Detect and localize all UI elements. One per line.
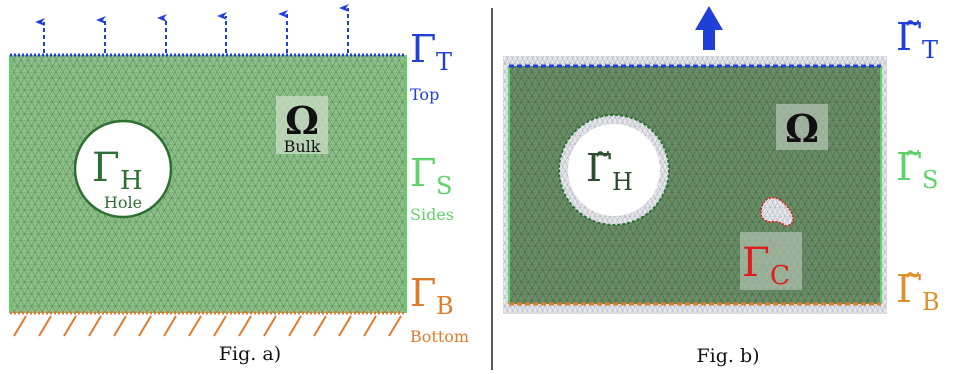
panel-b: Γ̃ H Ω Γ C Γ̃ T Γ̃ S Γ̃ B Fig. b) <box>503 6 940 367</box>
panel-b-sides-sub: S <box>922 166 938 194</box>
panel-a-fixed-support <box>13 315 402 337</box>
panel-b-crack-symbol: Γ <box>742 240 770 286</box>
panel-a-sides-symbol: Γ <box>410 151 436 195</box>
panel-a-bottom-sub: B <box>436 292 454 320</box>
panel-b-bottom-symbol: Γ̃ <box>896 267 922 311</box>
panel-a-sides-sub: S <box>436 172 452 200</box>
panel-a-hole-label: Hole <box>104 193 142 212</box>
panel-b-load-arrow <box>695 6 723 50</box>
panel-a-hole <box>73 119 173 219</box>
panel-a-top-sub: T <box>436 48 452 76</box>
panel-a-domain-symbol: Ω <box>285 98 319 143</box>
panel-a-bulk-box <box>276 96 328 154</box>
panel-b-hole <box>568 124 660 216</box>
panel-b-caption: Fig. b) <box>696 345 759 367</box>
panel-a-hole-sub: H <box>120 166 143 196</box>
panel-b-bottom-sub: B <box>922 288 940 316</box>
panel-a-top-symbol: Γ <box>410 27 436 71</box>
panel-a-load-arrows <box>35 4 349 53</box>
panel-b-bulk-box <box>776 104 828 150</box>
panel-a-bottom-label: Bottom <box>410 327 469 346</box>
panel-b-top-sub: T <box>922 36 938 64</box>
panel-b-crack-sub: C <box>770 261 790 291</box>
panel-b-domain-symbol: Ω <box>785 106 819 151</box>
panel-b-hole-sub: H <box>612 168 633 196</box>
panel-a-bottom-symbol: Γ <box>410 271 436 315</box>
panel-b-top-symbol: Γ̃ <box>896 15 922 59</box>
panel-a-caption: Fig. a) <box>219 343 281 365</box>
panel-a-hole-symbol: Γ <box>92 145 120 191</box>
panel-b-crack-box <box>740 232 802 290</box>
panel-b-hole-symbol: Γ̃ <box>586 146 612 190</box>
panel-a-mesh <box>10 55 406 313</box>
panel-a-domain-label: Bulk <box>284 137 321 156</box>
panel-b-crack <box>760 196 794 227</box>
panel-a: Γ H Hole Ω Bulk Γ T Top Γ S Sides Γ B Bo… <box>9 4 469 365</box>
panel-a-top-label: Top <box>410 85 439 104</box>
panel-b-sides-symbol: Γ̃ <box>896 145 922 189</box>
panel-a-sides-label: Sides <box>410 205 454 224</box>
